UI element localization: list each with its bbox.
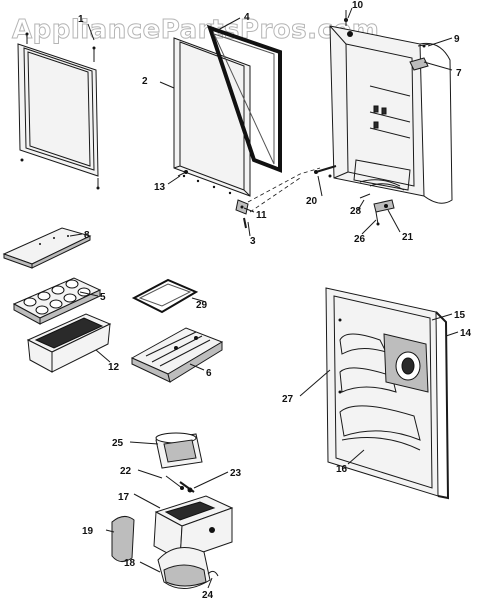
part-18-auger-housing[interactable] [157, 547, 211, 589]
part-label-6: 6 [206, 368, 212, 379]
part-label-17: 17 [118, 492, 130, 503]
part-20-lower-hinge[interactable] [314, 165, 337, 178]
alignment-line [247, 167, 321, 203]
part-label-3: 3 [250, 236, 256, 247]
part-label-27: 27 [282, 394, 294, 405]
part-label-2: 2 [142, 76, 148, 87]
part-label-10: 10 [352, 0, 364, 11]
part-24-clip[interactable] [207, 570, 219, 577]
part-6-ice-tray[interactable] [130, 327, 224, 383]
part-8-shelf-lid[interactable] [2, 227, 92, 269]
part-10-top-hinge[interactable] [344, 10, 353, 37]
part-1-door-frame[interactable] [17, 32, 100, 190]
part-label-28: 28 [350, 206, 362, 217]
part-7-bracket[interactable] [409, 57, 429, 71]
part-22-pin[interactable] [165, 475, 184, 490]
part-28-hinge-cover[interactable] [359, 193, 371, 199]
part-2-door-panel[interactable] [173, 37, 251, 197]
part-5-egg-tray[interactable] [12, 277, 102, 325]
part-label-29: 29 [196, 300, 208, 311]
part-label-15: 15 [454, 310, 466, 321]
part-label-5: 5 [100, 292, 106, 303]
cabinet-body [329, 25, 453, 204]
part-label-22: 22 [120, 466, 132, 477]
part-19-cover[interactable] [111, 516, 135, 562]
part-label-7: 7 [456, 68, 462, 79]
part-label-13: 13 [154, 182, 166, 193]
door-interior [325, 287, 450, 500]
part-29-tray-gasket[interactable] [131, 278, 199, 314]
part-17-ice-maker-housing[interactable] [153, 495, 234, 561]
part-label-14: 14 [460, 328, 472, 339]
part-label-19: 19 [82, 526, 94, 537]
part-label-25: 25 [112, 438, 124, 449]
part-label-23: 23 [230, 468, 242, 479]
part-25-container[interactable] [155, 432, 203, 469]
part-label-20: 20 [306, 196, 318, 207]
part-label-24: 24 [202, 590, 214, 600]
part-label-4: 4 [244, 12, 250, 23]
part-3-hinge-pin[interactable] [243, 217, 247, 229]
watermark-text: AppliancePartsPros.com [12, 15, 379, 45]
part-23-pin[interactable] [179, 481, 195, 493]
part-label-8: 8 [84, 230, 90, 241]
part-4-door-gasket[interactable] [206, 24, 282, 173]
part-13-screw[interactable] [177, 170, 188, 177]
part-labels: 1 2 3 4 5 6 7 8 9 10 11 12 13 14 15 16 1… [78, 0, 472, 600]
alignment-line [249, 177, 301, 213]
part-label-9: 9 [454, 34, 460, 45]
part-label-21: 21 [402, 232, 414, 243]
part-26-screw[interactable] [375, 211, 380, 226]
part-12-storage-bin[interactable] [26, 313, 112, 373]
leader-lines [69, 7, 459, 589]
part-21-hinge-bracket[interactable] [373, 199, 395, 213]
part-label-26: 26 [354, 234, 366, 245]
part-label-18: 18 [124, 558, 136, 569]
part-label-1: 1 [78, 14, 84, 25]
part-label-16: 16 [336, 464, 348, 475]
part-label-12: 12 [108, 362, 120, 373]
part-11-hinge[interactable] [235, 199, 249, 215]
part-9-screw[interactable] [417, 43, 431, 48]
part-label-11: 11 [256, 210, 267, 221]
